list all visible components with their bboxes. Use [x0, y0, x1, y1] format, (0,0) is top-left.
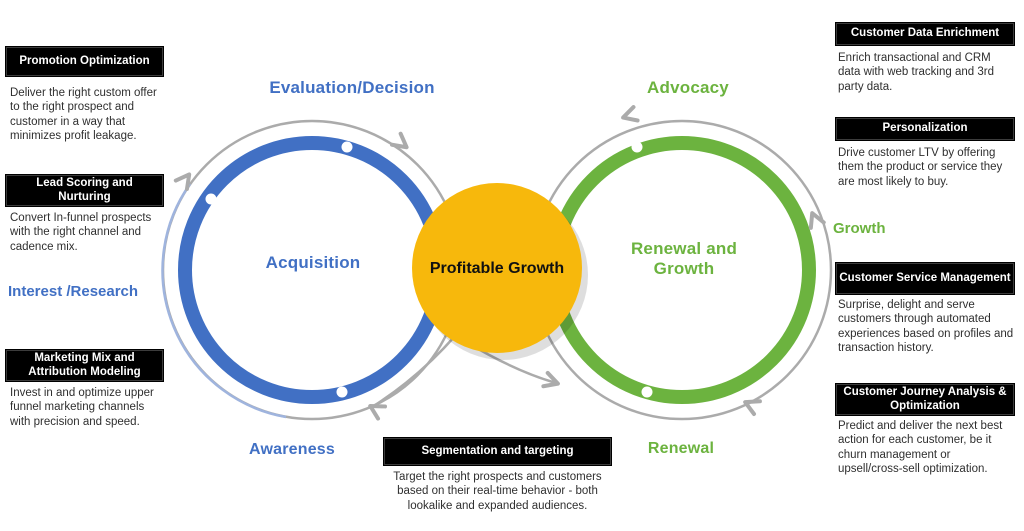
- callout-desc-customer-service-management: Surprise, delight and serve customers th…: [838, 299, 1014, 355]
- flow-arrow-icon: [173, 172, 192, 191]
- stage-label-evaluation-decision: Evaluation/Decision: [269, 78, 435, 97]
- dot-icon: [631, 141, 643, 153]
- stage-label-advocacy: Advocacy: [647, 78, 729, 97]
- flow-arrow-icon: [743, 399, 762, 416]
- callout-title-promotion-optimization: Promotion Optimization: [5, 46, 164, 77]
- flow-arrow-icon: [368, 404, 388, 421]
- callout-title-personalization: Personalization: [835, 117, 1015, 141]
- callout-title-customer-service-management: Customer Service Management: [835, 262, 1015, 295]
- stage-label-awareness: Awareness: [248, 441, 336, 458]
- center-label-profitable-growth: Profitable Growth: [429, 260, 565, 277]
- callout-desc-customer-journey-analysis: Predict and deliver the next best action…: [838, 420, 1003, 476]
- profitable-growth-circle: [412, 183, 582, 353]
- flow-arrow-icon: [621, 105, 640, 123]
- callout-desc-marketing-mix-attribution: Invest in and optimize upper funnel mark…: [10, 387, 154, 428]
- cross-tail-left: [371, 335, 456, 409]
- callout-desc-lead-scoring-nurturing: Convert In-funnel prospects with the rig…: [10, 212, 152, 253]
- callout-title-segmentation-targeting: Segmentation and targeting: [383, 437, 612, 466]
- dot-icon: [336, 386, 348, 398]
- callout-desc-segmentation-targeting: Target the right prospects and customers…: [393, 471, 602, 512]
- stage-label-growth: Growth: [833, 220, 886, 237]
- flow-arrows: [173, 105, 826, 421]
- milestone-dots: [205, 141, 778, 398]
- flow-arrow-icon: [541, 370, 560, 389]
- callout-title-lead-scoring-nurturing: Lead Scoring and Nurturing: [5, 174, 164, 207]
- loop-label-renewal-and-growth: Renewal and Growth: [630, 239, 738, 278]
- dot-icon: [341, 141, 353, 153]
- loop-label-acquisition: Acquisition: [265, 253, 361, 272]
- flow-arrow-icon: [390, 131, 409, 150]
- dot-icon: [641, 386, 653, 398]
- left-outer-circle-highlight: [161, 183, 287, 419]
- callout-desc-personalization: Drive customer LTV by offering them the …: [838, 147, 1003, 188]
- stage-label-renewal: Renewal: [647, 440, 715, 457]
- dot-icon: [205, 193, 217, 205]
- callout-desc-customer-data-enrichment: Enrich transactional and CRM data with w…: [838, 52, 994, 93]
- callout-title-customer-data-enrichment: Customer Data Enrichment: [835, 22, 1015, 46]
- callout-desc-promotion-optimization: Deliver the right custom offer to the ri…: [10, 87, 157, 143]
- callout-title-customer-journey-analysis: Customer Journey Analysis & Optimization: [835, 383, 1015, 416]
- callout-title-marketing-mix-attribution: Marketing Mix and Attribution Modeling: [5, 349, 164, 382]
- stage-label-interest-research: Interest /Research: [8, 283, 139, 300]
- flow-arrow-icon: [808, 211, 826, 230]
- dot-icon: [766, 194, 778, 206]
